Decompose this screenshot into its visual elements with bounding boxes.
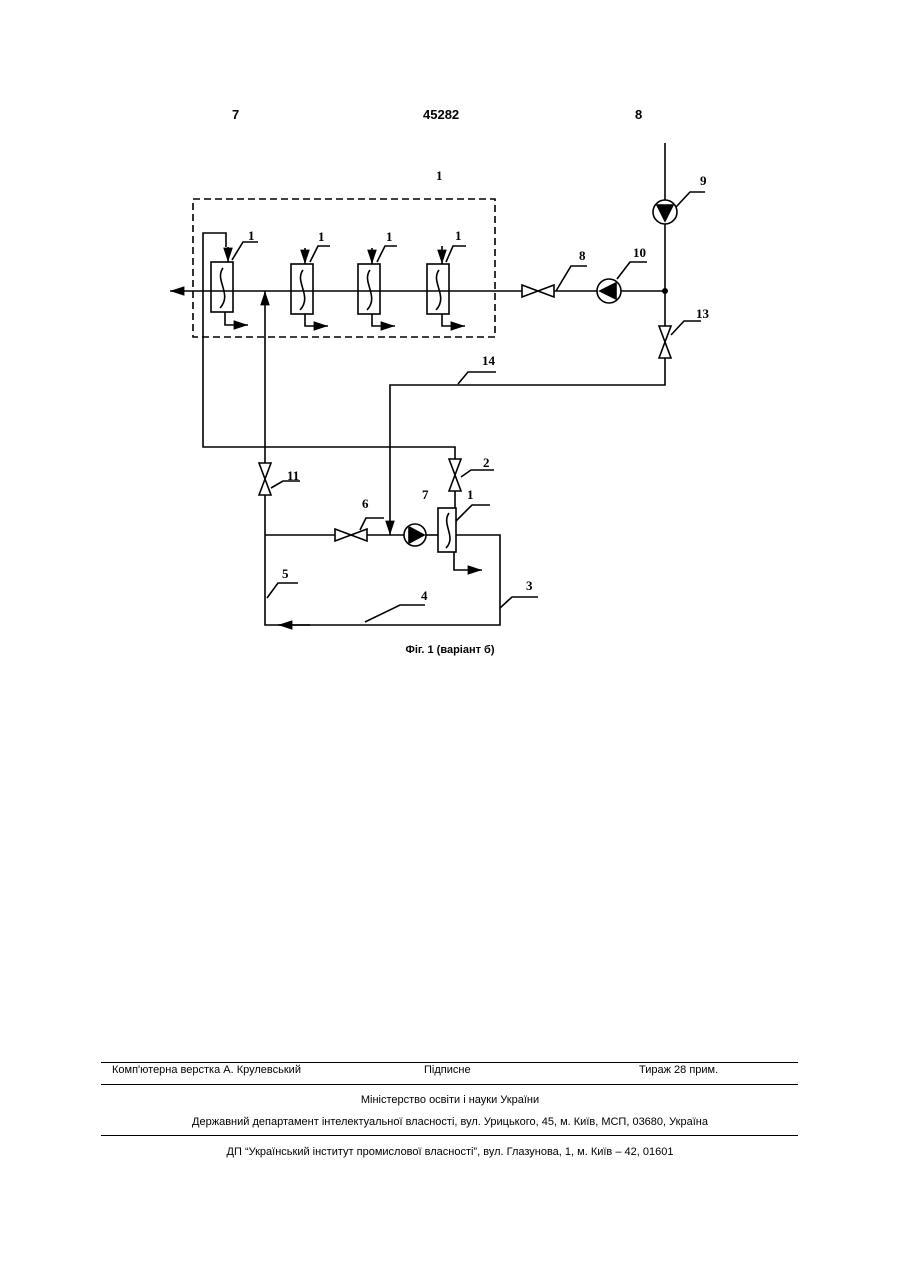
label-exchanger-c: 1: [386, 229, 393, 244]
label-exchanger-b: 1: [318, 229, 325, 244]
footer-rule-middle: [101, 1084, 798, 1085]
label-line-4: 4: [421, 588, 428, 603]
footer-rule-top: [101, 1062, 798, 1063]
label-valve-13: 13: [696, 306, 710, 321]
label-valve-11: 11: [287, 468, 299, 483]
label-pump-9: 9: [700, 173, 707, 188]
valve-6: [335, 529, 367, 541]
label-line-5: 5: [282, 566, 289, 581]
pump-7: [404, 524, 438, 546]
footer-subscription: Підписне: [424, 1064, 471, 1076]
footer-ministry: Міністерство освіти і науки України: [0, 1094, 900, 1106]
bypass-loop: [203, 233, 455, 459]
label-pump-7: 7: [422, 487, 429, 502]
valve-2: [449, 459, 461, 508]
valve-11: [259, 463, 271, 495]
figure-caption: Фіг. 1 (варіант б): [0, 644, 900, 656]
label-valve-8: 8: [579, 248, 586, 263]
footer-institute: ДП “Український інститут промислової вла…: [0, 1146, 900, 1158]
pump-10: [597, 279, 665, 303]
footer-circulation: Тираж 28 прим.: [639, 1064, 718, 1076]
heat-exchanger-a: [211, 247, 248, 325]
label-top-block: 1: [436, 168, 443, 183]
footer-department: Державний департамент інтелектуальної вл…: [0, 1116, 900, 1128]
label-exchanger-a: 1: [248, 228, 255, 243]
label-exchanger-bottom: 1: [467, 487, 474, 502]
label-line-14: 14: [482, 353, 496, 368]
schematic-diagram: 1 1 1 1 1 8 10 9 13 14 2 11 6 7 1 5 4 3: [0, 0, 900, 700]
valve-13: [659, 326, 671, 358]
label-valve-2: 2: [483, 455, 490, 470]
label-line-3: 3: [526, 578, 533, 593]
label-exchanger-d: 1: [455, 228, 462, 243]
heat-exchanger-d: [427, 246, 465, 326]
label-valve-6: 6: [362, 496, 369, 511]
heat-exchanger-c: [358, 248, 395, 326]
valve-8: [522, 285, 597, 297]
pump-9: [653, 200, 677, 224]
footer-layout: Комп'ютерна верстка А. Крулевський: [112, 1064, 301, 1076]
footer-rule-bottom: [101, 1135, 798, 1136]
bottom-loop: [265, 495, 500, 625]
label-pump-10: 10: [633, 245, 646, 260]
heat-exchanger-b: [291, 248, 328, 326]
